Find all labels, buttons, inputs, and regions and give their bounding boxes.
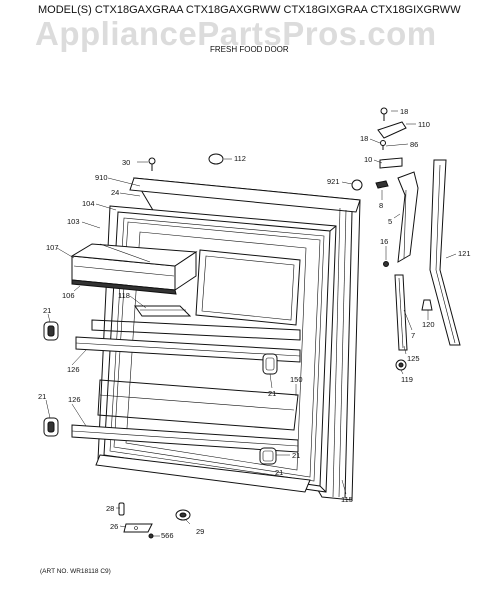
callout-18-mid: 18 bbox=[360, 134, 368, 143]
dairy-compartment bbox=[70, 243, 198, 295]
callout-5: 5 bbox=[388, 217, 392, 226]
callout-21-lower-right-far: 21 bbox=[275, 468, 283, 477]
shelf-end-cap-lower-left bbox=[43, 417, 59, 437]
callout-115: 115 bbox=[341, 495, 353, 504]
callout-16: 16 bbox=[380, 237, 388, 246]
callout-126-lower: 126 bbox=[68, 395, 81, 404]
bracket-26 bbox=[123, 523, 153, 533]
callout-labels: 18 110 18 86 10 30 112 910 24 921 8 104 … bbox=[38, 107, 471, 540]
diagram-subtitle: FRESH FOOD DOOR bbox=[210, 45, 289, 54]
callout-121: 121 bbox=[458, 249, 471, 258]
shelf-end-cap-upper-left bbox=[43, 321, 59, 341]
trim-strip bbox=[394, 274, 408, 351]
pin-28 bbox=[118, 502, 125, 516]
art-number: (ART NO. WR18118 C9) bbox=[40, 568, 111, 575]
callout-106: 106 bbox=[62, 291, 75, 300]
callout-910: 910 bbox=[95, 173, 108, 182]
callout-125: 125 bbox=[407, 354, 420, 363]
callout-119: 119 bbox=[401, 375, 413, 384]
callout-86: 86 bbox=[410, 140, 418, 149]
shelf-end-cap-upper-right bbox=[262, 353, 278, 375]
plug-120 bbox=[421, 299, 433, 311]
plug-112 bbox=[208, 153, 224, 165]
callout-26: 26 bbox=[110, 522, 118, 531]
callout-7: 7 bbox=[411, 331, 415, 340]
shelf-end-cap-lower-right bbox=[259, 447, 277, 465]
callout-21-lower-right-near: 21 bbox=[292, 451, 300, 460]
callout-126-upper: 126 bbox=[67, 365, 80, 374]
callout-10: 10 bbox=[364, 155, 372, 164]
handle-assembly bbox=[397, 171, 419, 263]
door-shelf-upper bbox=[75, 336, 301, 363]
callout-28: 28 bbox=[106, 504, 114, 513]
screw-30 bbox=[148, 157, 156, 171]
callout-8: 8 bbox=[379, 201, 383, 210]
callout-150: 150 bbox=[290, 375, 303, 384]
callout-18-top: 18 bbox=[400, 107, 408, 116]
button-29 bbox=[175, 509, 191, 521]
callout-120: 120 bbox=[422, 320, 435, 329]
callout-29: 29 bbox=[196, 527, 204, 536]
callout-30: 30 bbox=[122, 158, 130, 167]
callout-107: 107 bbox=[46, 243, 59, 252]
callout-103: 103 bbox=[67, 217, 80, 226]
callout-110: 110 bbox=[418, 120, 430, 129]
leader-lines bbox=[45, 110, 457, 537]
handle-trim bbox=[429, 159, 461, 346]
callout-21-lower-left: 21 bbox=[38, 392, 46, 401]
watermark: AppliancePartsPros.com bbox=[35, 15, 437, 52]
hinge-cap-119 bbox=[395, 359, 407, 371]
callout-112: 112 bbox=[234, 154, 246, 163]
model-list: MODEL(S) CTX18GAXGRAA CTX18GAXGRWW CTX18… bbox=[38, 4, 461, 16]
callout-921: 921 bbox=[327, 177, 340, 186]
door-bottom-rail bbox=[95, 454, 311, 493]
door-shelf-lower bbox=[71, 424, 299, 453]
callout-21-upper-left: 21 bbox=[43, 306, 51, 315]
callout-566: 566 bbox=[161, 531, 174, 540]
callout-104: 104 bbox=[82, 199, 95, 208]
hinge-hardware bbox=[351, 107, 407, 191]
callout-118: 118 bbox=[118, 291, 130, 300]
callout-24: 24 bbox=[111, 188, 119, 197]
callout-21-upper-right: 21 bbox=[268, 389, 276, 398]
egg-tray bbox=[134, 305, 192, 317]
screw-16 bbox=[383, 261, 389, 267]
screw-566 bbox=[148, 533, 154, 539]
